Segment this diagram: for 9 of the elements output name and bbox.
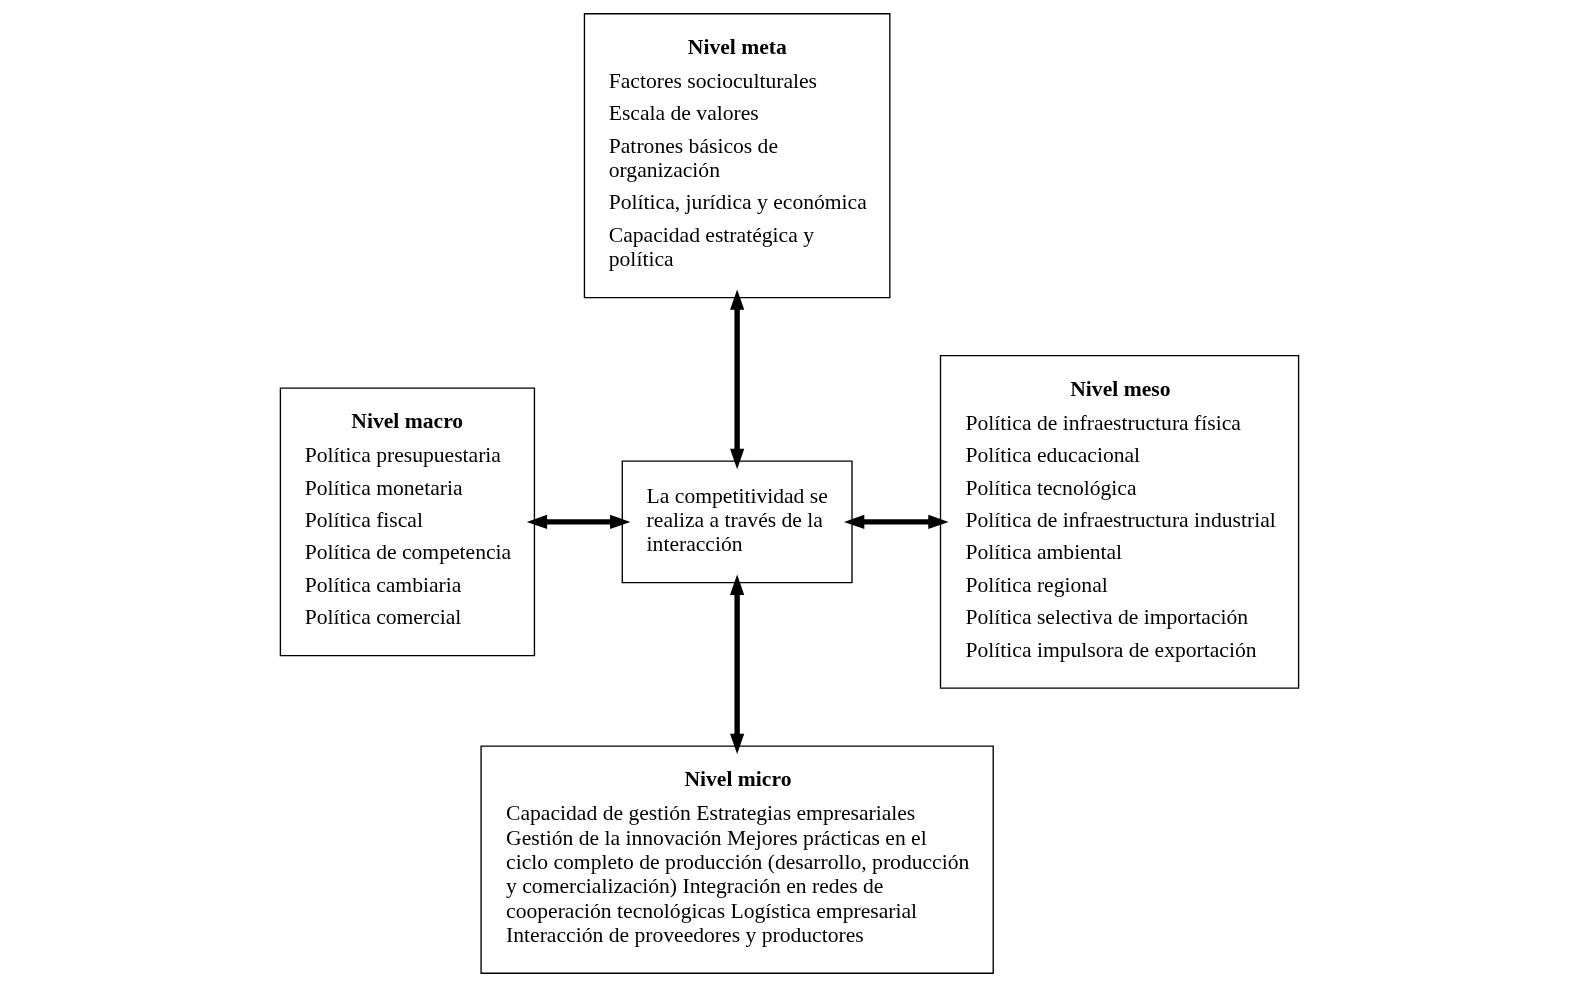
node-box: La competitividad se realiza a través de la interacción	[621, 460, 853, 584]
arrow	[729, 289, 744, 470]
node-box: Nivel macro Política presupuestaria Política monetaria Política fiscal Política de competencia Política cambiaria Política comercial	[279, 387, 535, 657]
node-box: Nivel meta Factores socioculturales Escala de valores Patrones básicos de organización Política, jurídica y económica Capacidad estratégica y política	[583, 13, 890, 299]
node-box: Nivel micro Capacidad de gestión Estrategias empresariales Gestión de la innovación Mejores prácticas en el ciclo completo de producción (desarrollo, producción y comercialización) Integración en redes de cooperación tecnológicas Logística empresarial Interacción de proveedores y productores	[479, 745, 994, 974]
arrow	[526, 514, 630, 529]
node-box: Nivel meso Política de infraestructura física Política educacional Política tecnológica Política de infraestructura industrial Política ambiental Política regional Política selectiva de importación Política impulsora de exportación	[939, 355, 1299, 689]
arrow	[729, 574, 744, 755]
arrow	[843, 514, 949, 529]
